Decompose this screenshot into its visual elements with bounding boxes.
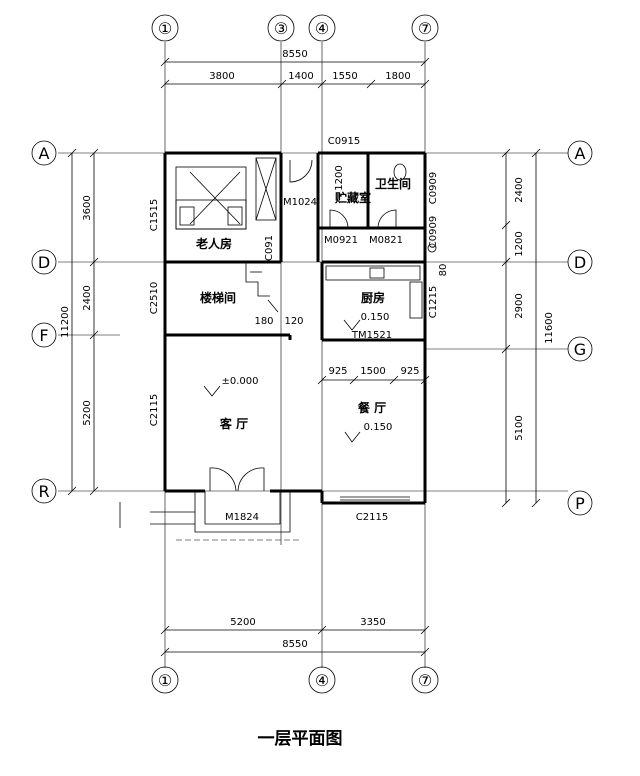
room-label-stairwell: 楼梯间 [200, 290, 236, 305]
bottom-axis-bubbles: ① ④ ⑦ [151, 666, 439, 694]
stairwell: 楼梯间 C2510 180 120 [149, 262, 304, 327]
window-c1215: C1215 [428, 286, 439, 318]
room-label-storage: 贮藏室 [334, 190, 371, 205]
dim-top-seg-1: 3800 [209, 71, 234, 82]
axis-top-4: ④ [315, 19, 329, 38]
dim-right-total: 11600 [544, 312, 555, 344]
right-dimensions: 2400 1200 2900 5100 11600 [501, 148, 555, 508]
room-label-bathroom: 卫生间 [375, 176, 411, 191]
living-room: ±0.000 客 厅 C2115 M1824 [119, 376, 300, 541]
dim-right-seg-2: 1200 [514, 231, 525, 256]
axis-bottom-7: ⑦ [418, 671, 432, 690]
toilet [393, 163, 407, 181]
right-axis-bubbles: A D G P [567, 140, 593, 516]
axis-top-7: ⑦ [418, 19, 432, 38]
bath-mark-1200: 1200 [334, 165, 345, 190]
dining-level: 0.150 [364, 422, 393, 433]
storage-and-bathroom: C0915 M1024 贮藏室 1200 卫生间 C0909 C0909 M09… [283, 136, 439, 253]
axis-right-g: G [574, 340, 586, 359]
axis-left-f: F [39, 326, 48, 345]
dining-room: 925 1500 925 餐 厅 0.150 C2115 [317, 366, 430, 523]
door-m0921: M0921 [324, 235, 358, 246]
wardrobe [255, 157, 277, 221]
axis-grid [58, 42, 568, 668]
dim-stair-120: 120 [284, 316, 303, 327]
dim-dining-seg-1: 925 [328, 366, 347, 377]
dim-right-seg-3: 2900 [514, 293, 525, 318]
counter [325, 265, 421, 281]
left-axis-bubbles: A D F R [31, 140, 57, 504]
window-c2510: C2510 [149, 282, 160, 314]
dim-top-seg-4: 1800 [385, 71, 410, 82]
axis-right-d: D [574, 253, 586, 272]
window-c0909-lower: C0909 [428, 216, 439, 248]
axis-right-p: P [575, 494, 585, 513]
axis-bottom-4: ④ [315, 671, 329, 690]
door-tm1521: TM1521 [351, 330, 392, 341]
bottom-dimensions: 5200 3350 8550 [160, 617, 430, 657]
floor-drain [427, 243, 437, 253]
elder-bedroom: 老人房 C1515 C091 [149, 157, 277, 261]
window-c0915: C0915 [328, 136, 360, 147]
entry-door-left [209, 467, 237, 492]
kitchen-mark-80: 80 [438, 264, 449, 277]
room-label-elder-bedroom: 老人房 [196, 236, 232, 251]
dim-top-total: 8550 [282, 49, 307, 60]
dim-top-seg-3: 1550 [332, 71, 357, 82]
dim-left-seg-3: 5200 [82, 400, 93, 425]
room-label-dining: 餐 厅 [358, 400, 386, 415]
entry-door-right [237, 467, 265, 492]
dim-left-seg-2: 2400 [82, 285, 93, 310]
door-m1024: M1024 [283, 197, 317, 208]
window-c2115-bottom: C2115 [356, 512, 388, 523]
dim-dining-seg-2: 1500 [360, 366, 385, 377]
kitchen-level: 0.150 [361, 312, 390, 323]
window-c2115-left: C2115 [149, 394, 160, 426]
axis-left-d: D [38, 253, 50, 272]
window-c1515: C1515 [149, 199, 160, 231]
dim-top-seg-2: 1400 [288, 71, 313, 82]
axis-right-a: A [575, 144, 586, 163]
axis-top-1: ① [158, 19, 172, 38]
dim-right-seg-4: 5100 [514, 415, 525, 440]
top-dimensions: 8550 3800 1400 1550 1800 [160, 49, 430, 89]
axis-left-r: R [38, 482, 49, 501]
dim-left-seg-1: 3600 [82, 195, 93, 220]
dim-stair-180: 180 [254, 316, 273, 327]
dim-left-total: 11200 [60, 306, 71, 338]
dim-bottom-total: 8550 [282, 639, 307, 650]
axis-left-a: A [39, 144, 50, 163]
axis-top-3: ③ [274, 19, 288, 38]
dim-bottom-seg-1: 5200 [230, 617, 255, 628]
drawing-title: 一层平面图 [258, 729, 343, 749]
kitchen: 厨房 0.150 TM1521 C1215 80 [325, 264, 449, 341]
living-level: ±0.000 [221, 376, 258, 387]
door-m0821: M0821 [369, 235, 403, 246]
dim-right-seg-1: 2400 [514, 177, 525, 202]
dim-bottom-seg-2: 3350 [360, 617, 385, 628]
axis-bottom-1: ① [158, 671, 172, 690]
top-axis-bubbles: ① ③ ④ ⑦ [151, 14, 439, 42]
left-dimensions: 11200 3600 2400 5200 [60, 148, 99, 496]
walls [163, 151, 427, 505]
window-c0909-upper: C0909 [428, 172, 439, 204]
room-label-kitchen: 厨房 [361, 290, 385, 305]
room-label-living: 客 厅 [219, 416, 248, 431]
door-m1824: M1824 [225, 512, 259, 523]
dim-dining-seg-3: 925 [400, 366, 419, 377]
window-c091: C091 [264, 235, 275, 261]
